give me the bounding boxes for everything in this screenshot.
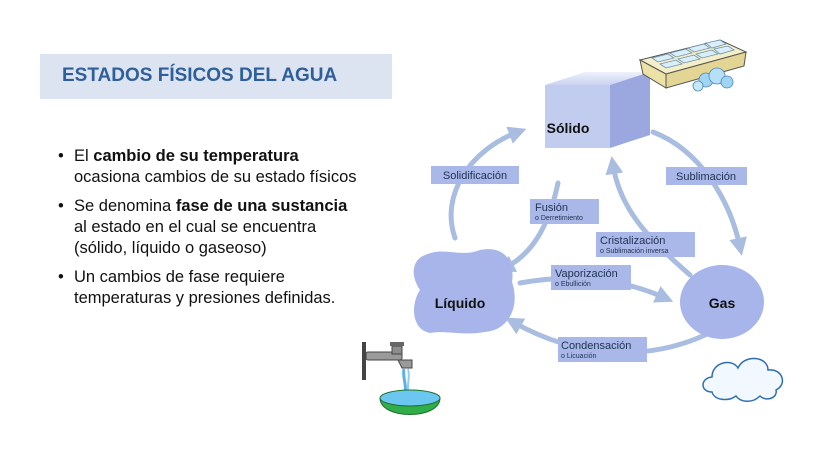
transition-condensation: Condensación o Licuación [558,337,647,362]
bullet-item: Un cambios de fase requiere temperaturas… [58,267,358,309]
svg-text:Sublimación: Sublimación [676,171,736,183]
solid-state-node: Sólido [545,72,650,148]
svg-text:o Ebullición: o Ebullición [555,281,591,288]
transition-solidification: Solidificación [431,166,519,184]
ice-tray-icon [638,39,748,92]
bullet-item: El cambio de su temperatura ocasiona cam… [58,146,358,188]
solid-label: Sólido [547,120,590,136]
liquid-label: Líquido [435,295,486,311]
svg-text:o Licuación: o Licuación [561,353,597,360]
svg-text:Fusión: Fusión [535,202,568,214]
title-banner: ESTADOS FÍSICOS DEL AGUA [40,54,392,99]
svg-text:Vaporización: Vaporización [555,268,618,280]
water-faucet-icon [362,342,441,415]
svg-text:o Sublimación inversa: o Sublimación inversa [600,248,669,255]
page-title: ESTADOS FÍSICOS DEL AGUA [62,65,338,86]
transition-vaporization: Vaporización o Ebullición [551,265,631,290]
svg-text:Condensación: Condensación [561,340,631,352]
gas-label: Gas [709,295,736,311]
transition-crystallization: Cristalización o Sublimación inversa [596,232,695,257]
arrow-fusion [497,180,561,273]
liquid-state-node: Líquido [413,249,515,334]
transition-fusion: Fusión o Derretimiento [530,199,599,224]
svg-text:Solidificación: Solidificación [443,170,507,182]
cloud-icon [702,357,784,402]
transition-sublimation: Sublimación [666,167,747,185]
bullet-item: Se denomina fase de una sustancia al est… [58,196,358,259]
arrow-solidification [448,126,527,241]
svg-text:o Derretimiento: o Derretimiento [535,215,583,222]
svg-text:Cristalización: Cristalización [600,235,665,247]
gas-state-node: Gas [680,265,764,339]
bullet-list: El cambio de su temperatura ocasiona cam… [58,146,358,317]
arrow-crystallization [605,156,693,278]
arrow-sublimation [650,129,747,256]
